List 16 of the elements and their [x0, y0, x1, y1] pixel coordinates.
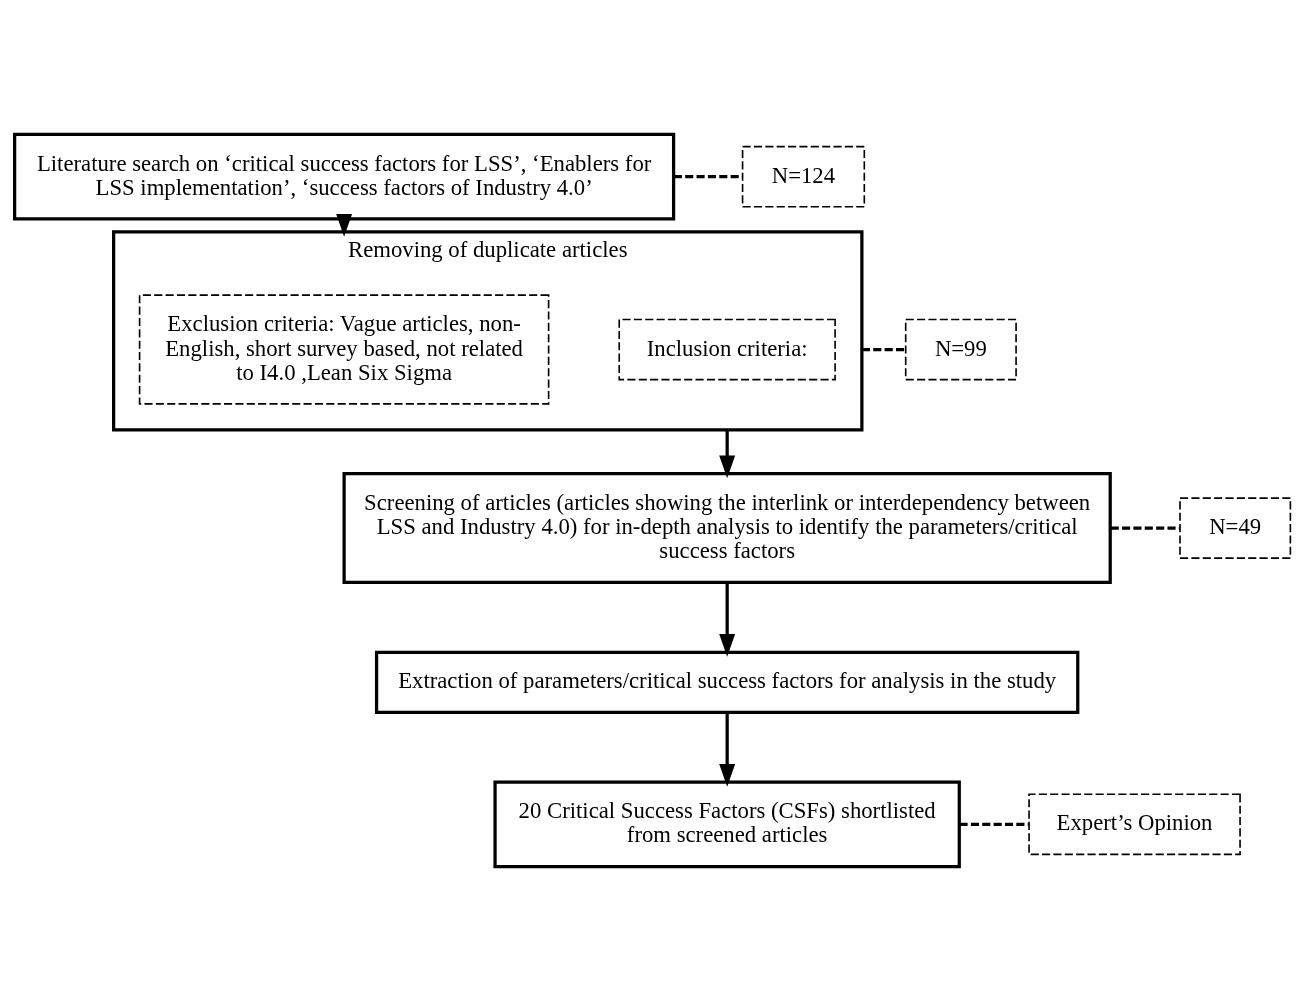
arrow: [719, 429, 736, 478]
node-box: Inclusion criteria:: [618, 318, 836, 380]
node-box: N=124: [741, 145, 866, 208]
arrow: [336, 213, 353, 237]
node-box: Screening of articles (articles showing the interlink or interdependency between LSS and Industry 4.0) for in-depth analysis to identify the parameters/critical success factors: [342, 471, 1112, 584]
node-box: Expert’s Opinion: [1028, 792, 1241, 855]
connector: [861, 347, 906, 351]
connector: [1110, 525, 1180, 530]
arrow: [719, 582, 736, 657]
node-box: N=49: [1179, 496, 1292, 559]
node-box: Exclusion criteria: Vague articles, non- English, short survey based, not related to I4.0 ,Lean Six Sigma: [138, 293, 550, 405]
node-box: Extraction of parameters/critical success factors for analysis in the study: [374, 650, 1080, 714]
node-box: 20 Critical Success Factors (CSFs) shortlisted from screened articles: [493, 780, 961, 868]
node-box: N=99: [904, 318, 1017, 380]
arrow: [719, 712, 736, 787]
connector: [959, 822, 1029, 826]
